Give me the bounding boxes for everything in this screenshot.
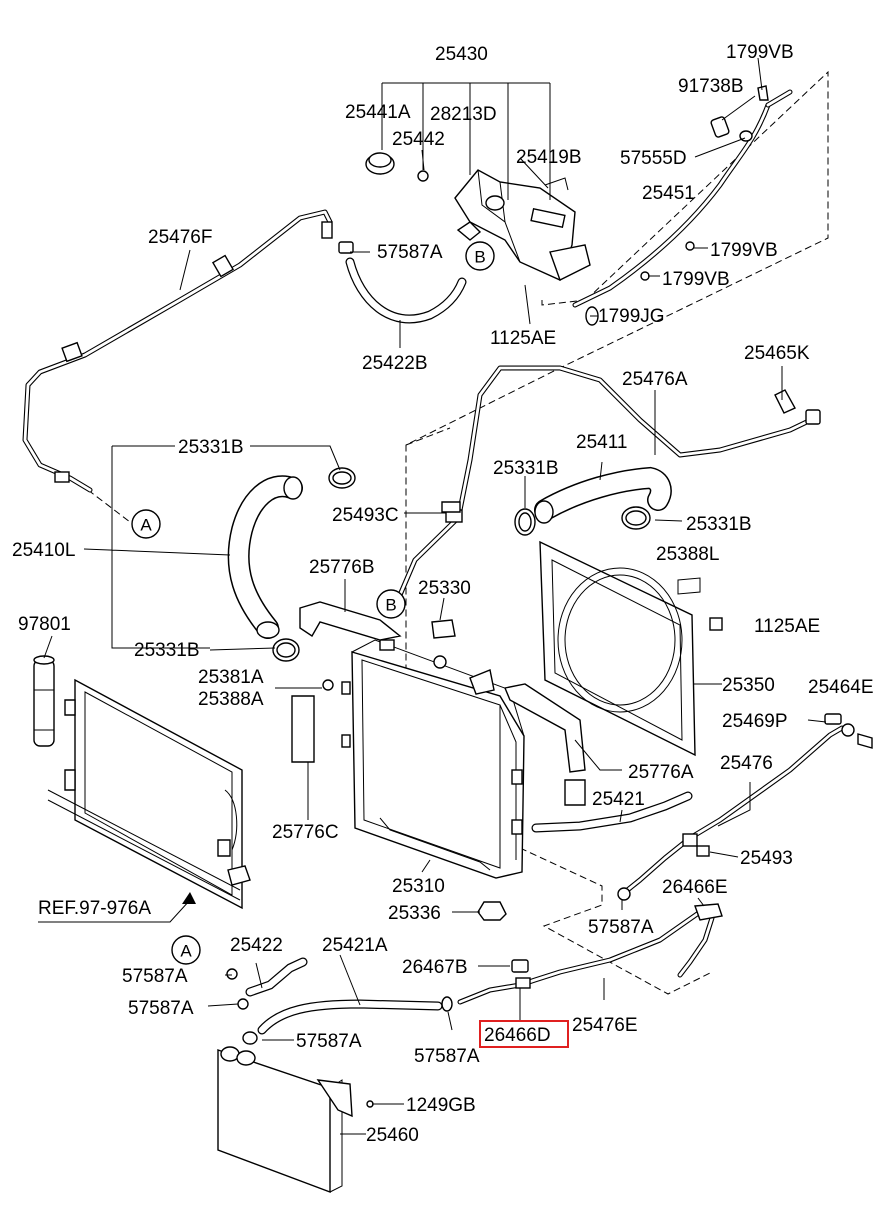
label-25776C: 25776C — [272, 822, 339, 843]
label-91738B: 91738B — [678, 76, 744, 97]
hose-25422B — [338, 241, 467, 324]
label-1799VB-mid1: 1799VB — [710, 240, 778, 261]
label-1125AE-top: 1125AE — [490, 328, 556, 349]
pipe-25476E — [441, 903, 723, 1012]
pipe-25476 — [617, 713, 873, 901]
label-25381A: 25381A — [198, 667, 264, 688]
label-25331B-3: 25331B — [686, 514, 752, 535]
label-25330: 25330 — [418, 578, 471, 599]
label-25310: 25310 — [392, 876, 445, 897]
hose-25421 — [531, 791, 693, 833]
label-25476F: 25476F — [148, 227, 212, 248]
label-25331B-4: 25331B — [134, 640, 200, 661]
label-1249GB: 1249GB — [406, 1095, 476, 1116]
label-25388A: 25388A — [198, 689, 264, 710]
label-25493: 25493 — [740, 848, 793, 869]
air-guards — [291, 601, 586, 806]
reservoir-cap — [365, 152, 429, 182]
label-57587A-c: 57587A — [296, 1031, 362, 1052]
label-25419B: 25419B — [516, 147, 582, 168]
label-57587A-d: 57587A — [414, 1046, 480, 1067]
label-25464E: 25464E — [808, 677, 874, 698]
radiator-upper-hose — [227, 475, 303, 639]
overflow-hose-25451 — [572, 85, 793, 326]
label-57587A-top: 57587A — [377, 242, 443, 263]
label-57587A-a: 57587A — [122, 966, 188, 987]
label-57587A-mid: 57587A — [588, 917, 654, 938]
callout-a-top-text: A — [140, 516, 152, 535]
label-ref-97-976A: REF.97-976A — [38, 898, 151, 919]
label-25460: 25460 — [366, 1125, 419, 1146]
label-25776B: 25776B — [309, 557, 375, 578]
receiver-drier — [33, 655, 55, 747]
label-25776A: 25776A — [628, 762, 694, 783]
label-25476A: 25476A — [622, 369, 688, 390]
hose-25421A — [242, 999, 443, 1045]
label-26467B: 26467B — [402, 957, 468, 978]
oil-cooler — [217, 1046, 374, 1194]
label-25411: 25411 — [576, 432, 627, 453]
dashed-assembly-lines — [87, 70, 829, 995]
label-25421: 25421 — [592, 789, 645, 810]
label-25350: 25350 — [722, 675, 775, 696]
label-97801: 97801 — [18, 614, 71, 635]
pipe-25476A — [397, 365, 821, 598]
label-1799VB-top: 1799VB — [726, 42, 794, 63]
label-26466D: 26466D — [484, 1025, 551, 1046]
part-labels: 25430 1799VB 91738B 25441A 28213D 25442 … — [12, 42, 874, 1146]
radiator-lower-hose-25411 — [534, 466, 672, 524]
label-25410L: 25410L — [12, 540, 75, 561]
label-1799JG: 1799JG — [598, 306, 665, 327]
label-25336: 25336 — [388, 903, 441, 924]
label-25421A: 25421A — [322, 935, 388, 956]
reservoir-tank — [454, 169, 591, 281]
callout-a-top: A — [131, 509, 161, 539]
label-57587A-b: 57587A — [128, 998, 194, 1019]
label-1799VB-mid2: 1799VB — [662, 269, 730, 290]
callout-a-low-text: A — [180, 942, 192, 961]
hose-25422 — [226, 957, 308, 1010]
label-57555D: 57555D — [620, 148, 687, 169]
label-25469P: 25469P — [722, 711, 788, 732]
label-25442: 25442 — [392, 129, 445, 150]
callout-a-low: A — [171, 935, 201, 965]
callout-b-mid-text: B — [385, 596, 396, 615]
highlight-box — [479, 1020, 569, 1048]
label-25493C: 25493C — [332, 505, 399, 526]
label-25422: 25422 — [230, 935, 283, 956]
label-25476: 25476 — [720, 753, 773, 774]
condenser — [47, 678, 251, 910]
label-25422B: 25422B — [362, 353, 428, 374]
callout-b-top-text: B — [474, 248, 485, 267]
label-28213D: 28213D — [430, 104, 497, 125]
label-25430: 25430 — [435, 44, 488, 65]
label-25441A: 25441A — [345, 102, 411, 123]
leader-lines — [38, 57, 827, 1135]
hose-clamps — [272, 467, 651, 662]
callout-b-mid: B — [376, 589, 406, 619]
pipe-25476F — [22, 209, 333, 493]
label-25388L: 25388L — [656, 544, 719, 565]
label-25331B-2: 25331B — [493, 458, 559, 479]
label-26466E: 26466E — [662, 877, 728, 898]
radiator — [341, 639, 525, 879]
label-25465K: 25465K — [744, 343, 810, 364]
fan-shroud — [539, 540, 723, 757]
label-1125AE-mid: 1125AE — [754, 616, 820, 637]
ref-arrow — [182, 892, 196, 904]
label-25451: 25451 — [642, 183, 695, 204]
label-25476E: 25476E — [572, 1015, 638, 1036]
drain-plug — [477, 901, 507, 921]
callout-b-top: B — [465, 241, 495, 271]
label-25331B-1: 25331B — [178, 437, 244, 458]
